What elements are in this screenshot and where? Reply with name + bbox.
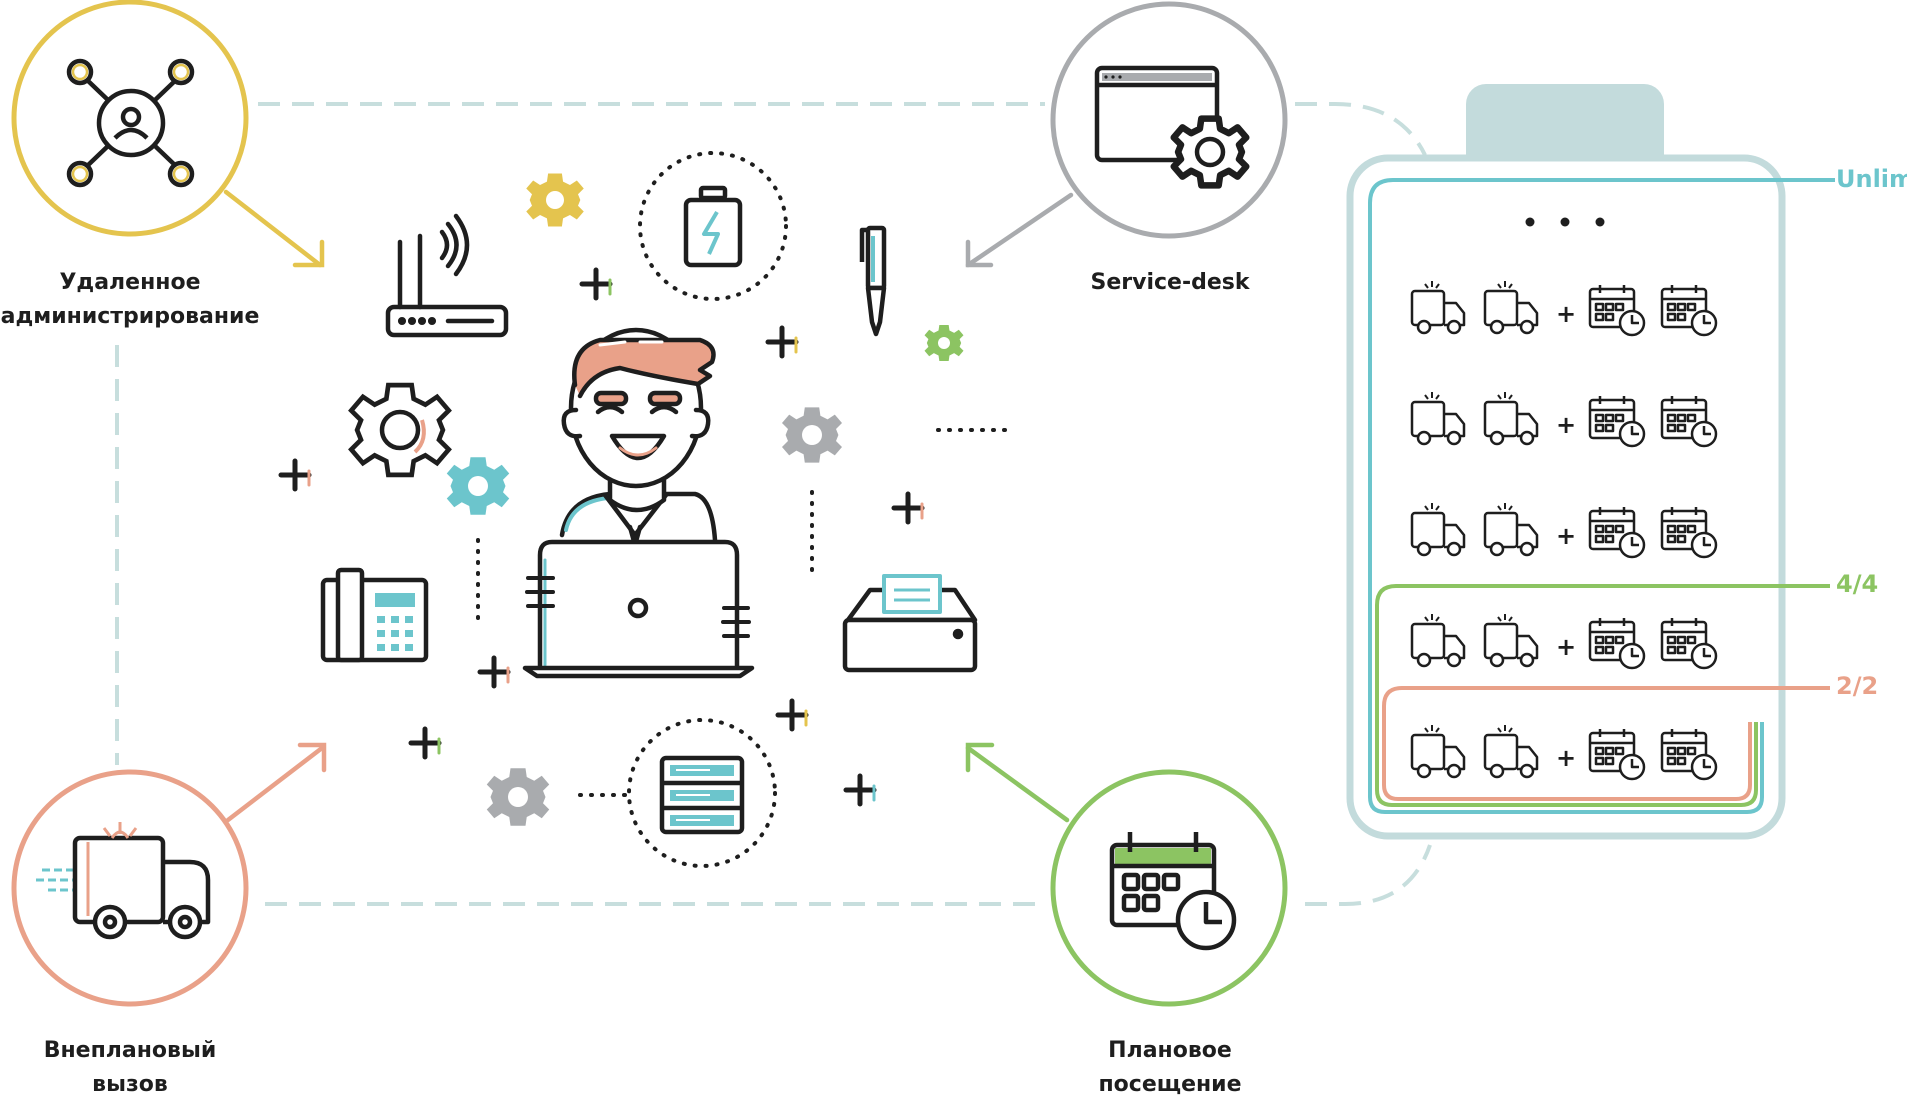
arrow-to-printer bbox=[965, 742, 1070, 823]
gear-icon bbox=[486, 768, 550, 826]
remote-admin-label: Удаленное администрирование bbox=[0, 266, 260, 334]
service-desk-label-text: Service-desk bbox=[1090, 270, 1250, 295]
planned-visit-label-line2: посещение bbox=[1098, 1072, 1242, 1097]
service-desk-label: Service-desk bbox=[1070, 266, 1270, 300]
network-user-icon bbox=[66, 58, 195, 188]
dashed-connectors bbox=[115, 102, 1432, 906]
gear-icon bbox=[526, 173, 584, 227]
plan-row-plus: + bbox=[1556, 411, 1576, 439]
battery-icon bbox=[638, 151, 788, 301]
service-desk-node bbox=[965, 1, 1288, 268]
plan-row: + bbox=[1410, 612, 1718, 670]
gear-icon bbox=[782, 407, 842, 463]
plan-row-plus: + bbox=[1556, 633, 1576, 661]
pen-icon bbox=[859, 225, 887, 337]
unplanned-call-label-line1: Внеплановый bbox=[43, 1038, 217, 1063]
tier-unlim-frame bbox=[1368, 178, 1835, 814]
gear-icon bbox=[351, 385, 449, 475]
tier-two-label: 2/2 bbox=[1836, 672, 1879, 700]
unplanned-call-label-line2: вызов bbox=[92, 1072, 168, 1097]
remote-admin-label-line2: администрирование bbox=[0, 304, 260, 329]
printer-icon bbox=[842, 574, 978, 673]
plan-row-plus: + bbox=[1556, 522, 1576, 550]
plan-row: + bbox=[1410, 501, 1718, 559]
truck-icon bbox=[36, 822, 211, 940]
router-icon bbox=[385, 213, 509, 338]
gear-icon bbox=[924, 325, 964, 361]
planned-visit-label-line1: Плановое bbox=[1108, 1038, 1232, 1063]
plan-rows: + + + + + bbox=[1410, 279, 1718, 781]
plus-accents bbox=[307, 278, 924, 802]
arrow-to-laptop bbox=[225, 742, 327, 823]
unplanned-call-label: Внеплановый вызов bbox=[20, 1034, 240, 1102]
calendar-clock-icon bbox=[1109, 832, 1237, 951]
tier-four-frame bbox=[1375, 584, 1830, 807]
plans-battery bbox=[1346, 84, 1835, 840]
dotted-lines bbox=[476, 428, 1007, 797]
tier-two-frame bbox=[1382, 686, 1830, 801]
desk-phone-icon bbox=[320, 567, 429, 663]
remote-admin-label-line1: Удаленное bbox=[59, 270, 201, 295]
server-icon bbox=[627, 718, 777, 868]
tier-unlim-label: Unlim bbox=[1836, 165, 1907, 193]
plan-row: + bbox=[1410, 390, 1718, 448]
window-gear-icon bbox=[1094, 65, 1246, 185]
plan-row: + bbox=[1410, 279, 1718, 337]
remote-admin-node bbox=[11, 0, 325, 268]
plan-row-plus: + bbox=[1556, 300, 1576, 328]
ellipsis-dots bbox=[1525, 217, 1605, 227]
planned-visit-node bbox=[965, 742, 1288, 1007]
plan-row: + bbox=[1410, 723, 1718, 781]
gear-icon bbox=[446, 457, 510, 515]
unplanned-call-node bbox=[11, 742, 327, 1007]
arrow-to-router bbox=[223, 189, 325, 268]
tier-four-label: 4/4 bbox=[1836, 570, 1879, 598]
plan-row-plus: + bbox=[1556, 744, 1576, 772]
arrow-to-pen bbox=[965, 192, 1074, 268]
planned-visit-label: Плановое посещение bbox=[1070, 1034, 1270, 1102]
support-engineer-illustration bbox=[522, 327, 755, 679]
